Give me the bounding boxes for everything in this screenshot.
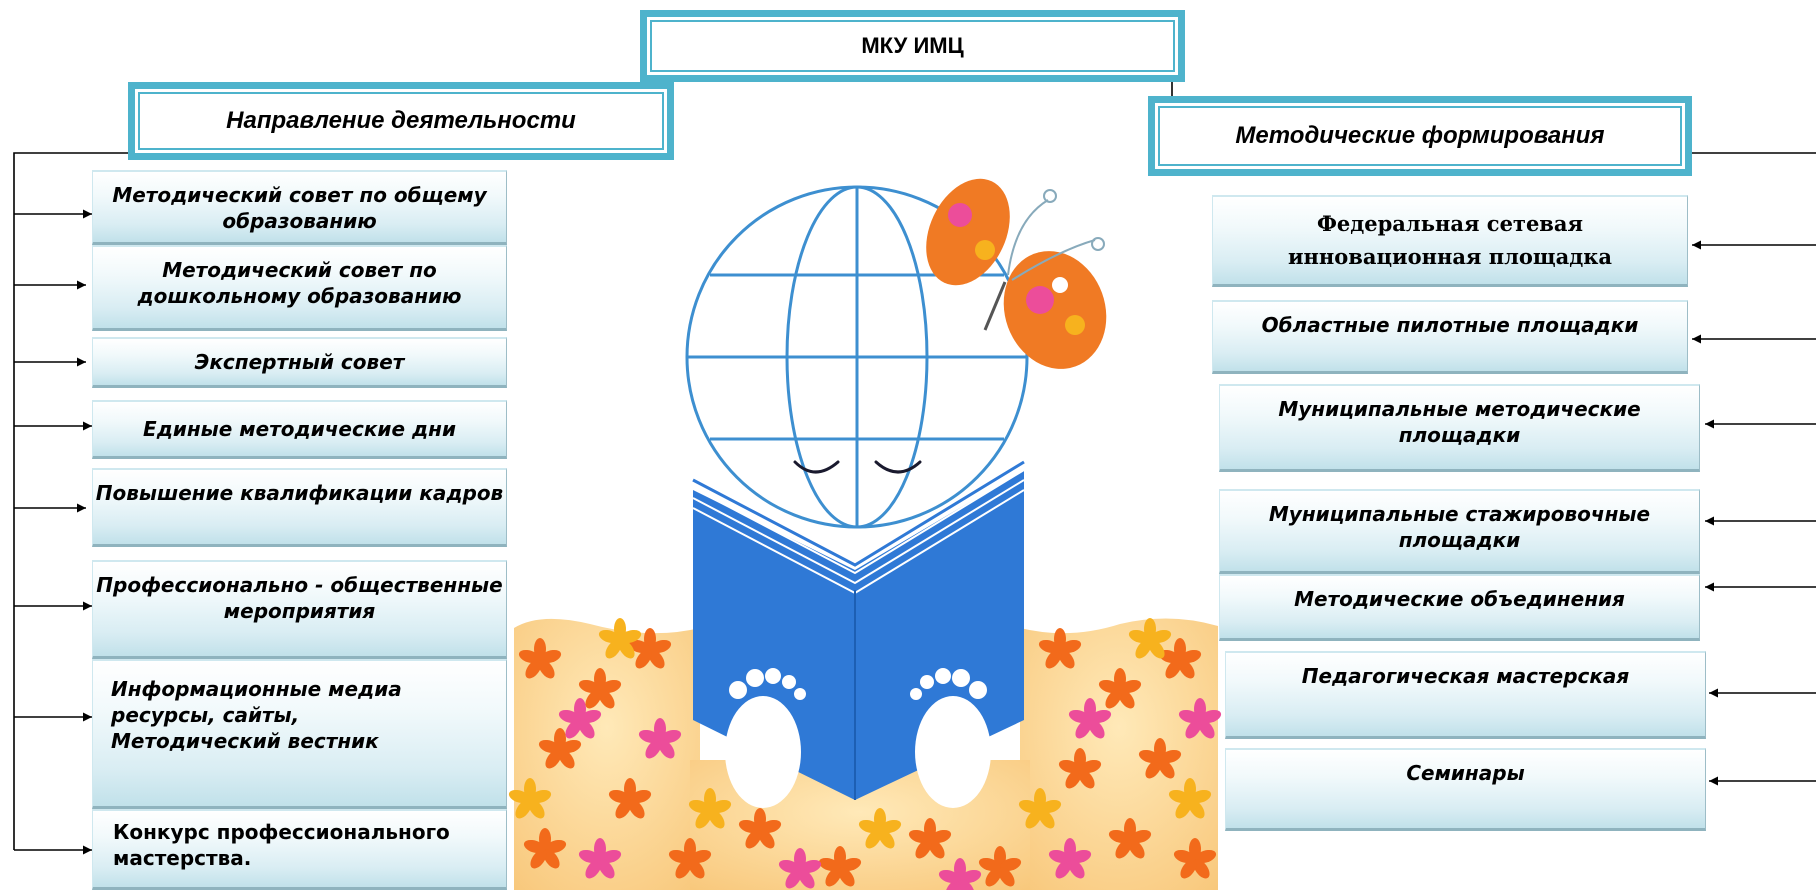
- left-item-preschool-education-council: Методический совет по дошкольному образо…: [92, 245, 507, 331]
- left-item-media-resources: Информационные медиа ресурсы, сайты, Мет…: [92, 659, 507, 809]
- left-item-qualification: Повышение квалификации кадров: [92, 468, 507, 547]
- right-header-box: Методические формирования: [1148, 96, 1692, 176]
- right-item-federal-innovation-site: Федеральная сетевая инновационная площад…: [1212, 195, 1688, 287]
- left-item-expert-council: Экспертный совет: [92, 337, 507, 388]
- feet-icon: [725, 668, 991, 808]
- right-item-municipal-methodical-sites: Муниципальные методические площадки: [1219, 384, 1700, 472]
- right-item-seminars: Семинары: [1225, 748, 1706, 831]
- left-item-competition: Конкурс профессионального мастерства.: [92, 809, 507, 890]
- left-header-text: Направление деятельности: [226, 107, 576, 134]
- title-box: МКУ ИМЦ: [640, 10, 1185, 82]
- right-item-pedagogical-workshop: Педагогическая мастерская: [1225, 651, 1706, 739]
- left-item-general-education-council: Методический совет по общему образованию: [92, 170, 507, 245]
- closed-eyes-icon: [793, 460, 922, 474]
- butterfly-icon: [926, 178, 1107, 369]
- title-text: МКУ ИМЦ: [861, 33, 964, 58]
- right-item-methodical-associations: Методические объединения: [1219, 574, 1700, 641]
- right-item-municipal-internship-sites: Муниципальные стажировочные площадки: [1219, 489, 1700, 574]
- left-header-box: Направление деятельности: [128, 82, 674, 160]
- right-item-regional-pilot-sites: Областные пилотные площадки: [1212, 300, 1688, 374]
- left-bracket-line: [13, 152, 134, 850]
- right-header-text: Методические формирования: [1235, 122, 1605, 149]
- left-item-methodical-days: Единые методические дни: [92, 400, 507, 459]
- left-item-public-events: Профессионально - общественные мероприят…: [92, 560, 507, 659]
